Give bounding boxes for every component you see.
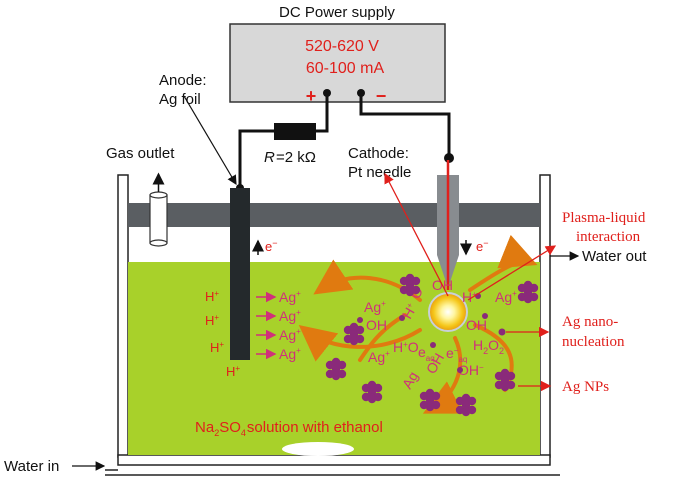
voltage-label: 520-620 V (305, 38, 379, 55)
svg-text:Ag: Ag (399, 369, 421, 392)
plus-terminal-label: + (306, 86, 317, 106)
svg-text:H+: H+ (226, 364, 240, 379)
ag-nanoparticle-cluster (494, 368, 516, 392)
cathode-wire (359, 93, 451, 157)
svg-text:Ag+: Ag+ (279, 327, 301, 343)
cathode-wire-node (444, 153, 454, 163)
resistor-value: =2 kΩ (276, 149, 316, 166)
ag-nanoparticle-cluster (455, 393, 477, 417)
power-supply-box (229, 23, 446, 103)
nps-label: Ag NPs (562, 379, 609, 395)
ag-nanoparticle-cluster (419, 388, 441, 412)
lid (128, 203, 540, 227)
ag-nanoparticles (325, 273, 539, 417)
current-label: 60-100 mA (306, 60, 385, 77)
ag-nanoparticle-cluster (361, 380, 383, 404)
ag-ions: Ag+ Ag+ Ag+ Ag+ (279, 289, 301, 362)
svg-text:OH: OH (366, 317, 387, 333)
plasma-label-2: interaction (576, 229, 641, 245)
svg-text:H+: H+ (205, 289, 219, 304)
ag-nanoparticle-cluster (517, 280, 539, 304)
cathode-electron: e− (476, 238, 489, 254)
svg-text:H+: H+ (462, 289, 477, 305)
svg-text:eaq: eaq (418, 344, 435, 363)
tank-right-wall (539, 174, 551, 458)
nucleation-label-2: nucleation (562, 334, 625, 350)
anode-arrows (256, 291, 277, 360)
anode-label-1: Anode: (159, 72, 207, 89)
tank-left-wall (117, 174, 129, 458)
resistor-symbol: R (264, 149, 275, 166)
ag-nanoparticle-cluster (325, 357, 347, 381)
stir-bar (282, 442, 354, 456)
svg-text:e−aq: e−aq (446, 345, 467, 364)
minus-terminal-label: − (376, 86, 387, 106)
cathode-label-2: Pt needle (348, 164, 411, 181)
solution-label: Na2SO4solution with ethanol (195, 419, 383, 438)
anode-reactions: H+ H+ H+ H+ (205, 289, 240, 379)
svg-text:H+: H+ (205, 313, 219, 328)
svg-text:OH: OH (466, 317, 487, 333)
svg-text:Ag+: Ag+ (368, 349, 390, 365)
svg-text:OH−: OH− (458, 362, 484, 378)
anode-label-2: Ag foil (159, 91, 201, 108)
anode-electrode (230, 188, 250, 360)
svg-text:Ag+: Ag+ (364, 299, 386, 315)
ag-nanoparticle-cluster (343, 322, 365, 346)
gas-outlet-tube (149, 194, 168, 244)
plasma-label-1: Plasma-liquid (562, 210, 646, 226)
gas-outlet-label: Gas outlet (106, 145, 175, 162)
power-supply-title: DC Power supply (279, 4, 395, 21)
tank-bottom (117, 454, 551, 466)
resistor (274, 123, 316, 140)
svg-text:Ag+: Ag+ (279, 308, 301, 324)
svg-text:H2O2: H2O2 (473, 337, 504, 356)
svg-text:H+: H+ (210, 340, 224, 355)
svg-text:Ag+: Ag+ (495, 289, 517, 305)
anode-electron: e− (265, 238, 278, 254)
svg-text:H+O: H+O (393, 339, 419, 355)
water-out-label: Water out (582, 248, 647, 265)
ag-nanoparticle-cluster (399, 273, 421, 297)
plasma-core (428, 292, 468, 332)
nucleation-label-1: Ag nano- (562, 314, 618, 330)
water-in-label: Water in (4, 458, 59, 475)
nucleation-dots (357, 293, 506, 373)
svg-text:Ag+: Ag+ (279, 346, 301, 362)
svg-text:Ag+: Ag+ (279, 289, 301, 305)
cathode-label-1: Cathode: (348, 145, 409, 162)
